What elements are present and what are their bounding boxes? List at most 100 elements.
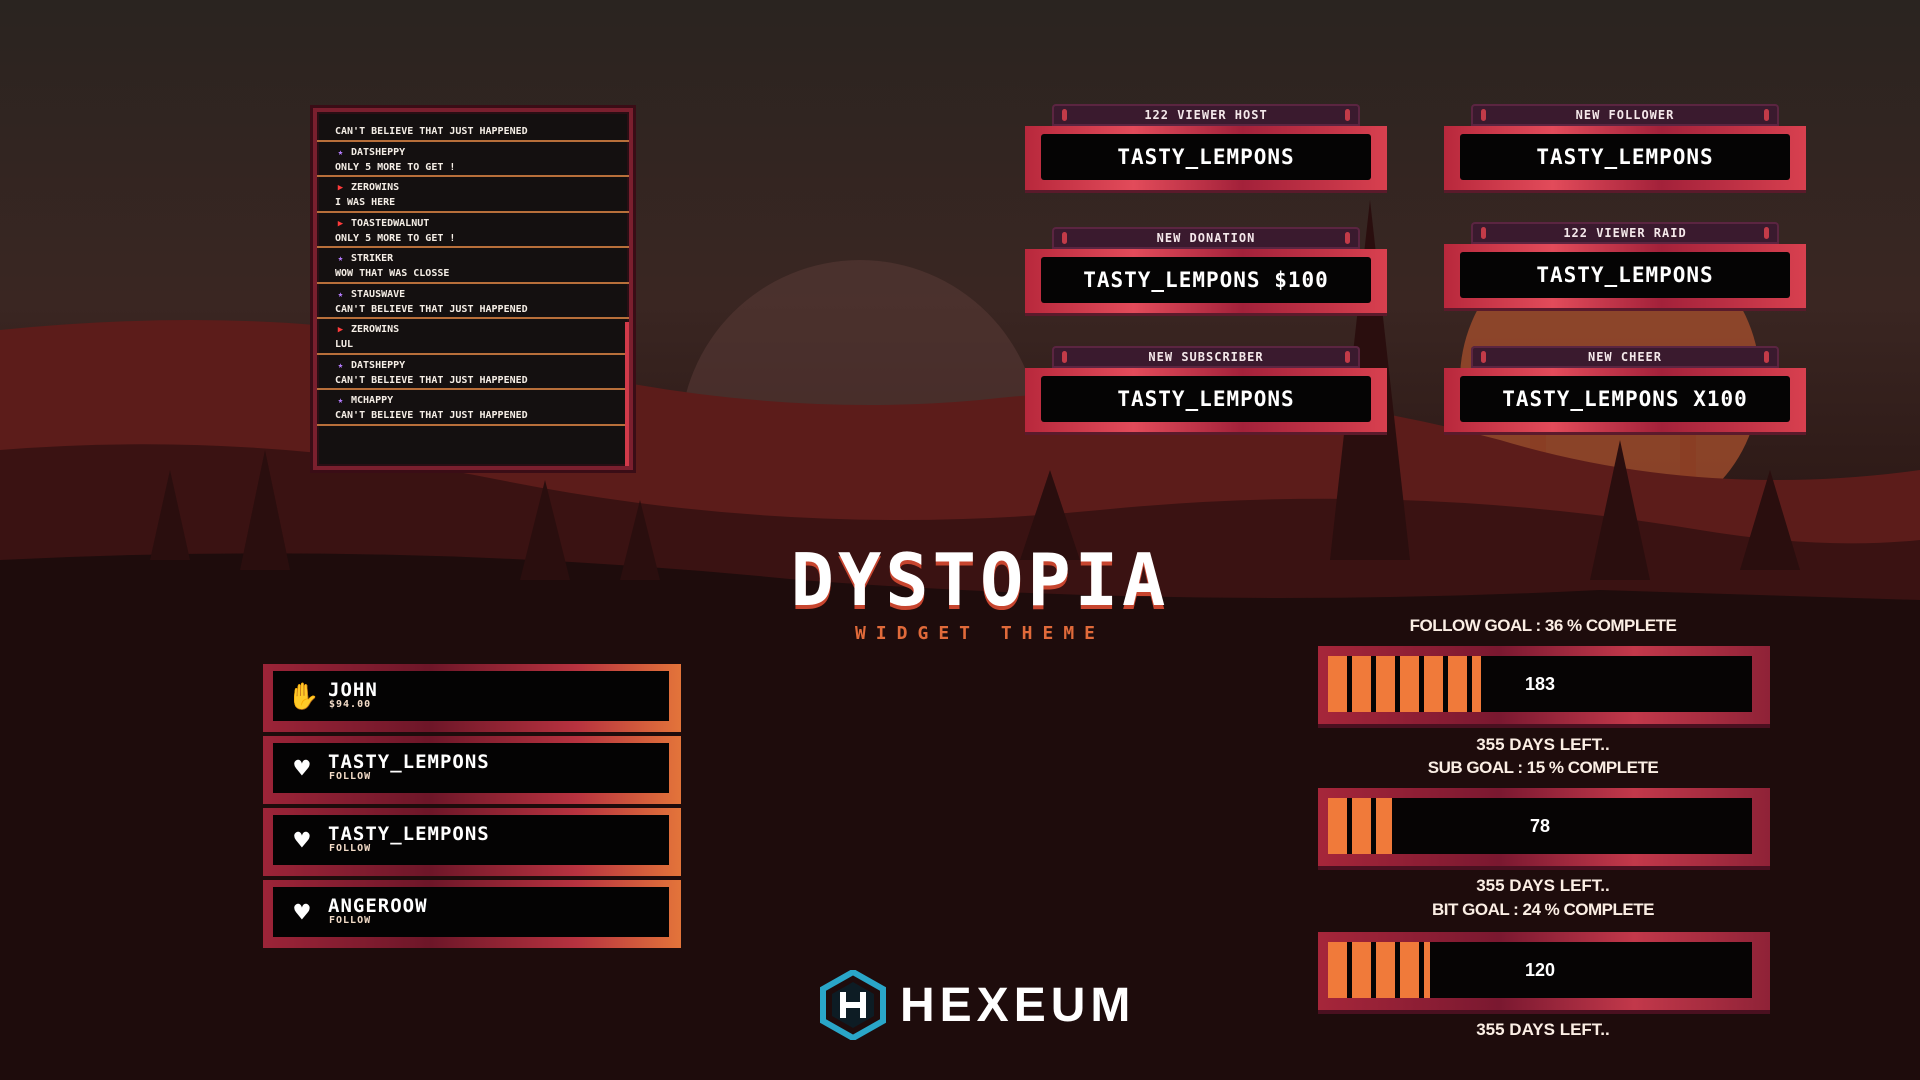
goal-value: 78 — [1529, 816, 1551, 836]
alert-cheer: NEW CHEER TASTY_LEMPONS X100 — [1444, 346, 1806, 438]
chat-message: ▶ZEROWINS I WAS HERE — [317, 177, 629, 213]
alert-tab: 122 VIEWER RAID — [1471, 222, 1779, 244]
event-inner: ♥ TASTY_LEMPONS FOLLOW — [273, 743, 669, 793]
heart-icon: ♥ — [294, 754, 310, 784]
alert-value: TASTY_LEMPONS X100 — [1460, 376, 1790, 422]
chat-username-text: MCHAPPY — [351, 395, 394, 406]
chat-username-text: DATSHEPPY — [351, 359, 406, 371]
alert-value: TASTY_LEMPONS — [1041, 134, 1371, 180]
chat-message: CAN'T BELIEVE THAT JUST HAPPENED — [317, 112, 629, 142]
chat-username-text: TOASTEDWALNUT — [351, 217, 430, 229]
chat-text: CAN'T BELIEVE THAT JUST HAPPENED — [335, 410, 528, 421]
chat-username: ▶ZEROWINS — [335, 180, 629, 195]
goal-value: 120 — [1524, 960, 1556, 980]
goal-days-left: 355 DAYS LEFT.. — [1476, 1020, 1610, 1039]
chat-message: ★ STAUSWAVE CAN'T BELIEVE THAT JUST HAPPEN… — [317, 284, 629, 319]
alert-label: NEW FOLLOWER — [1575, 108, 1675, 122]
chat-username — [335, 112, 629, 124]
alert-value: TASTY_LEMPONS — [1041, 376, 1371, 422]
alert-label: NEW SUBSCRIBER — [1148, 350, 1264, 364]
youtube-icon: ▶ — [337, 218, 344, 229]
chat-username-text: ZEROWINS — [351, 324, 400, 335]
event-sub: FOLLOW — [329, 843, 372, 854]
chat-username: ★ DATSHEPPY — [335, 358, 629, 373]
goal-label: FOLLOW GOAL : 36 % COMPLETE — [1409, 616, 1677, 635]
theme-title: DYSTOPIA — [790, 538, 1170, 622]
sub-goal-bar: 78 — [1318, 788, 1770, 866]
twitch-icon: ★ — [337, 289, 344, 300]
chat-username-text: ZEROWINS — [351, 182, 400, 193]
alert-value: TASTY_LEMPONS — [1460, 134, 1790, 180]
goal-fill — [1328, 798, 1392, 854]
chat-text: CAN'T BELIEVE THAT JUST HAPPENED — [335, 303, 528, 315]
theme-subtitle: WIDGET THEME — [854, 623, 1106, 644]
chat-username-text: DATSHEPPY — [351, 146, 406, 158]
alert-body: TASTY_LEMPONS — [1025, 368, 1387, 432]
event-name: TASTY_LEMPONS — [328, 751, 490, 773]
alert-body: TASTY_LEMPONS — [1444, 244, 1806, 308]
event-sub: $94.00 — [329, 699, 372, 710]
goal-fill — [1328, 942, 1430, 998]
donation-hand-icon: ✋ — [287, 682, 320, 712]
alert-body: TASTY_LEMPONS — [1025, 126, 1387, 190]
chat-username: ★ STRIKER — [335, 251, 629, 266]
alert-follower: NEW FOLLOWER TASTY_LEMPONS — [1444, 104, 1806, 196]
goal-track: 78 — [1328, 798, 1752, 854]
alert-tab: NEW DONATION — [1052, 227, 1360, 249]
chat-username: ▶ TOASTEDWALNUT — [335, 216, 629, 231]
event-inner: ♥ ANGEROOW FOLLOW — [273, 887, 669, 937]
heart-icon: ♥ — [294, 826, 310, 856]
twitch-icon: ★ — [337, 396, 344, 406]
goal-value: 183 — [1524, 674, 1556, 694]
alert-body: TASTY_LEMPONS — [1444, 126, 1806, 190]
event-name: ANGEROOW — [328, 895, 428, 917]
chat-text: LUL — [335, 339, 354, 350]
chat-username-text: STAUSWAVE — [351, 288, 406, 300]
follow-goal-bar: 183 — [1318, 646, 1770, 724]
event-item: ♥ ANGEROOW FOLLOW — [263, 880, 681, 948]
event-item: ♥ TASTY_LEMPONS FOLLOW — [263, 808, 681, 876]
alert-tab: NEW FOLLOWER — [1471, 104, 1779, 126]
chat-text: CAN'T BELIEVE THAT JUST HAPPENED — [335, 126, 528, 137]
event-sub: FOLLOW — [329, 915, 372, 926]
chat-username: ★DATSHEPPY — [335, 145, 629, 160]
chat-username: ▶ZEROWINS — [335, 322, 629, 337]
chat-box[interactable]: CAN'T BELIEVE THAT JUST HAPPENED★DATSHEP… — [313, 108, 633, 470]
chat-text: I WAS HERE — [335, 197, 396, 208]
goal-track: 183 — [1328, 656, 1752, 712]
goal-label: SUB GOAL : 15 % COMPLETE — [1427, 758, 1659, 777]
twitch-icon: ★ — [337, 360, 344, 371]
chat-message: ▶ZEROWINS LUL — [317, 319, 629, 355]
event-item: ♥ TASTY_LEMPONS FOLLOW — [263, 736, 681, 804]
event-sub: FOLLOW — [329, 771, 372, 782]
goal-days-left: 355 DAYS LEFT.. — [1476, 876, 1610, 895]
alert-label: 122 VIEWER RAID — [1563, 226, 1687, 240]
event-inner: ♥ TASTY_LEMPONS FOLLOW — [273, 815, 669, 865]
alert-label: 122 VIEWER HOST — [1144, 108, 1268, 122]
twitch-icon: ★ — [337, 254, 344, 264]
alert-body: TASTY_LEMPONS $100 — [1025, 249, 1387, 313]
alert-body: TASTY_LEMPONS X100 — [1444, 368, 1806, 432]
alert-raid: 122 VIEWER RAID TASTY_LEMPONS — [1444, 222, 1806, 314]
chat-username-text: STRIKER — [351, 253, 394, 264]
event-inner: ✋ JOHN $94.00 — [273, 671, 669, 721]
heart-icon: ♥ — [294, 898, 310, 928]
bit-goal-bar: 120 — [1318, 932, 1770, 1010]
chat-username: ★ MCHAPPY — [335, 393, 629, 408]
goal-label: BIT GOAL : 24 % COMPLETE — [1432, 900, 1654, 919]
event-item: ✋ JOHN $94.00 — [263, 664, 681, 732]
brand-logo: HEXEUM — [820, 968, 1130, 1042]
alert-label: NEW DONATION — [1156, 231, 1256, 245]
alert-value: TASTY_LEMPONS $100 — [1041, 257, 1371, 303]
goal-fill — [1328, 656, 1481, 712]
goal-days-left: 355 DAYS LEFT.. — [1476, 735, 1610, 754]
goal-track: 120 — [1328, 942, 1752, 998]
chat-message: ★ MCHAPPY CAN'T BELIEVE THAT JUST HAPPENED — [317, 390, 629, 426]
alert-label: NEW CHEER — [1587, 350, 1663, 364]
chat-message-list: CAN'T BELIEVE THAT JUST HAPPENED★DATSHEP… — [317, 112, 629, 426]
